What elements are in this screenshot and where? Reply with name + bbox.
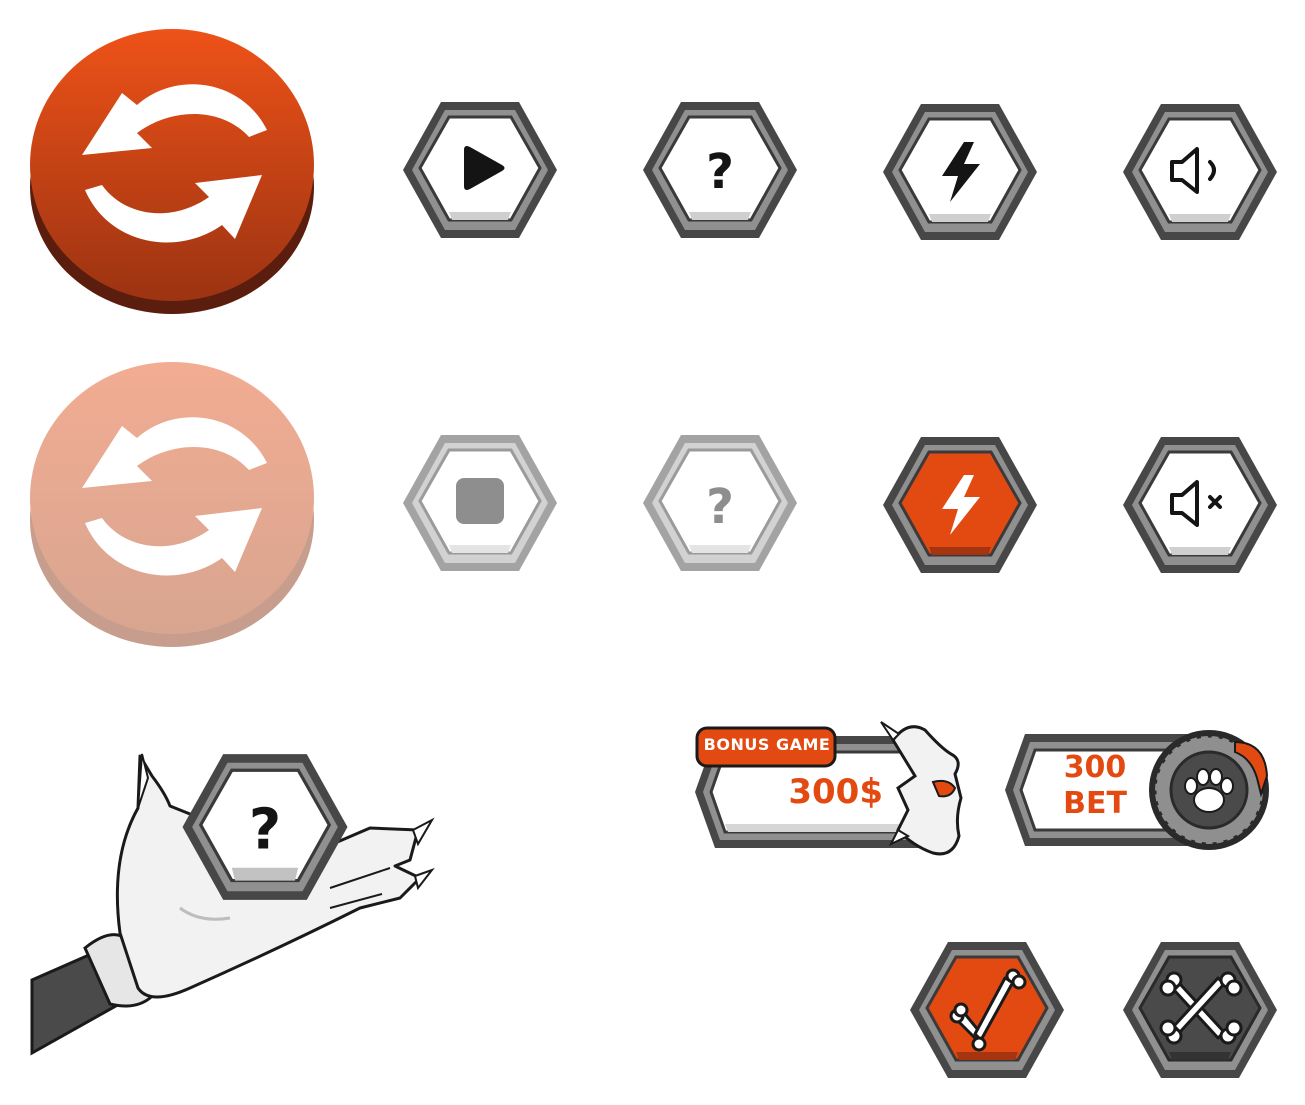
claw [411,817,435,847]
bet-unit: BET [1063,786,1127,821]
help-hex-held[interactable]: ? [180,752,350,902]
bone-cross-icon [1159,971,1243,1045]
question-icon: ? [706,144,734,200]
question-icon: ? [249,797,281,862]
refresh-arrows-icon [82,84,267,243]
claw [137,753,150,809]
bonus-tag-label: BONUS GAME [703,735,831,754]
bet-panel[interactable]: 300 BET [1003,728,1275,850]
stop-button[interactable] [402,433,558,573]
bet-amount: 300 [1063,750,1127,785]
help-button[interactable]: ? [642,100,798,240]
question-icon: ? [706,479,734,535]
bonus-game-panel[interactable]: BONUS GAME 300$ [693,718,965,860]
lightning-icon [942,142,980,202]
bonus-tag-bg [695,726,837,768]
turbo-button-active[interactable] [882,435,1038,575]
confirm-button[interactable] [909,940,1065,1080]
refresh-arrows-icon [82,417,267,576]
play-button[interactable] [402,100,558,240]
paw-icon [1184,768,1234,813]
spin-button[interactable] [27,25,317,320]
help-button-disabled[interactable]: ? [642,433,798,573]
play-icon [464,146,505,190]
cuff [83,933,152,1008]
speaker-muted-icon [1170,480,1222,527]
sound-button[interactable] [1122,102,1278,242]
spin-button-disabled[interactable] [27,358,317,653]
claw-hand-decoration [880,721,963,856]
speaker-on-icon [1170,147,1216,194]
stop-icon [456,478,504,524]
cancel-button[interactable] [1122,940,1278,1080]
bone-check-icon [949,968,1027,1052]
turbo-button[interactable] [882,102,1038,242]
claw [413,867,435,891]
lightning-icon [942,475,980,535]
bonus-amount: 300$ [788,772,883,812]
mute-button[interactable] [1122,435,1278,575]
paw-coin [1149,730,1269,850]
hand-holding-help: ? [30,748,450,1058]
